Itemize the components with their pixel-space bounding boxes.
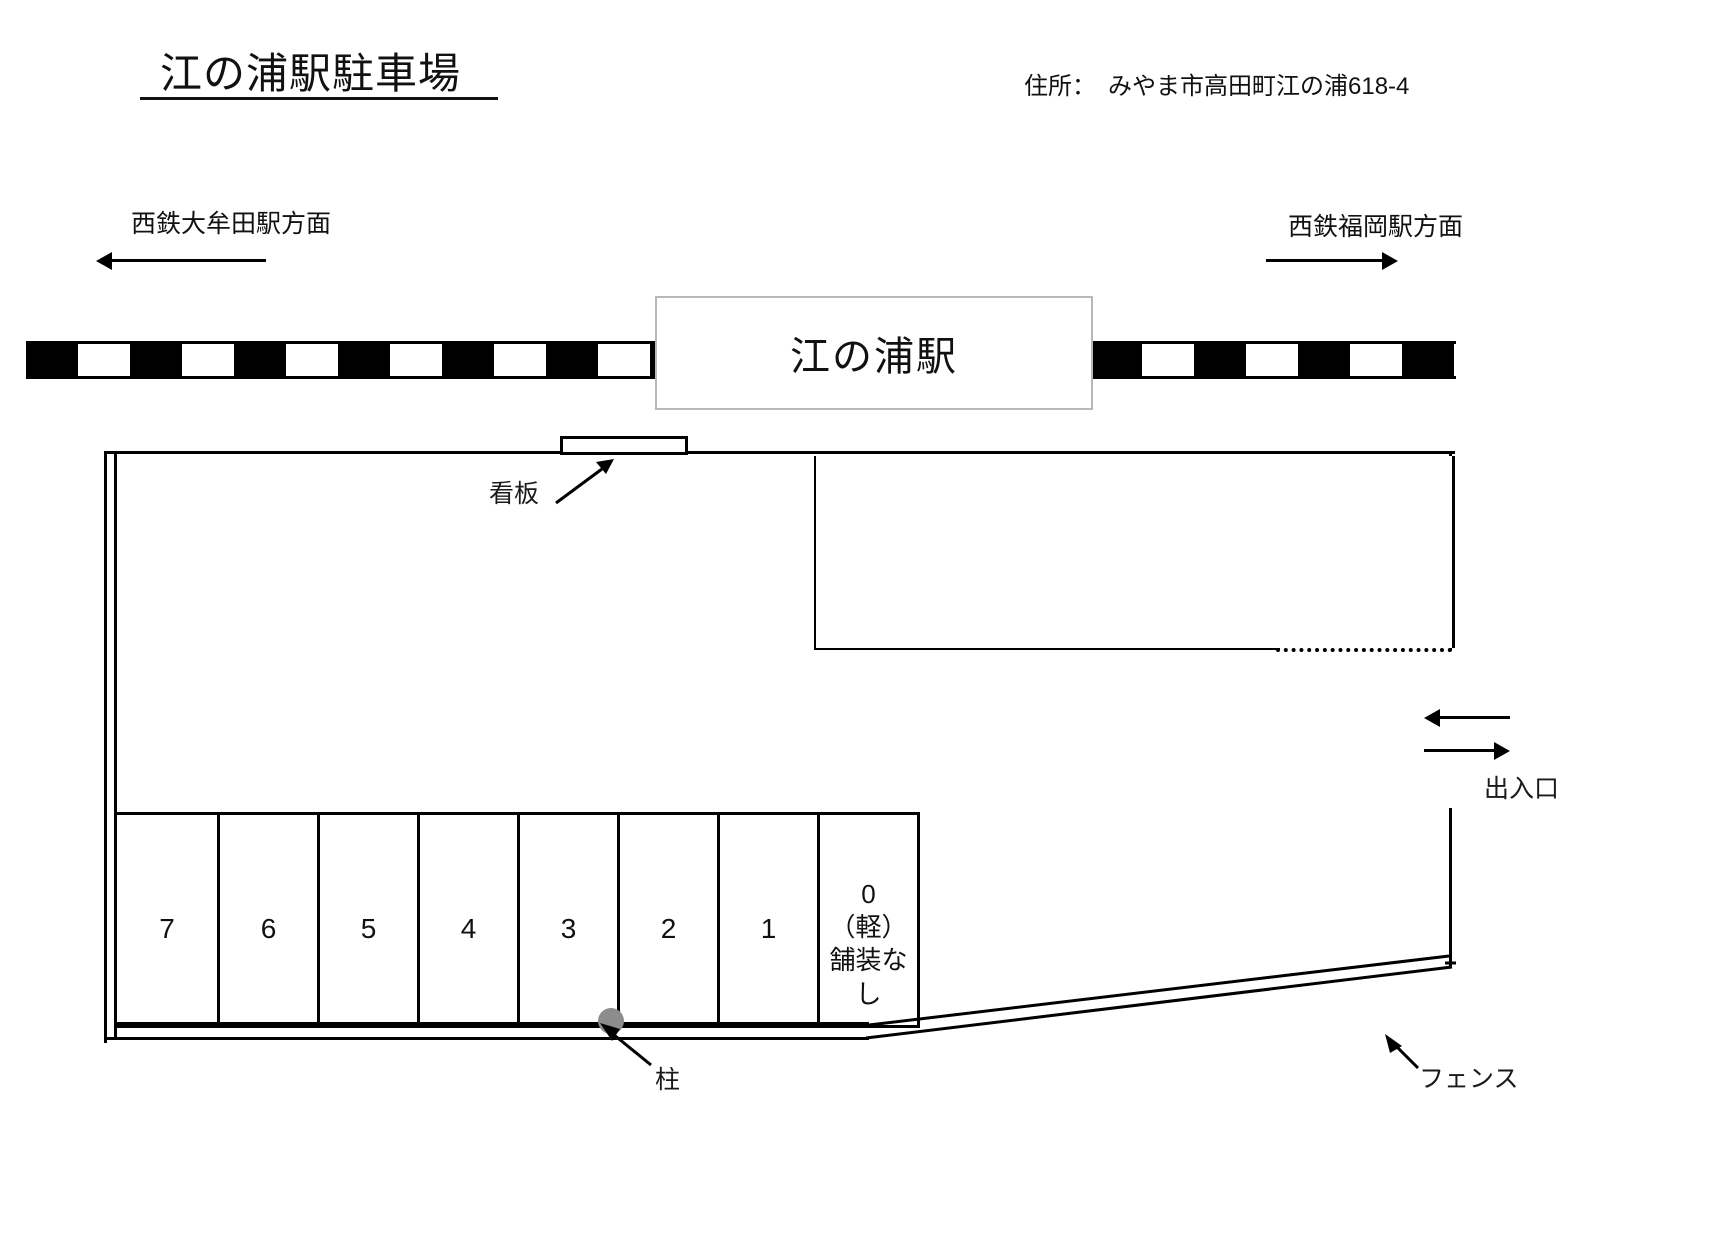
railway-track-left [26, 341, 658, 379]
parking-stall-label: 7 [159, 913, 175, 945]
direction-arrow-left [96, 252, 266, 270]
parking-stall: 0（軽）舗装なし [817, 815, 917, 1025]
parking-stall: 1 [717, 815, 817, 1025]
parking-stall-label: 4 [460, 913, 477, 945]
direction-label-omuta: 西鉄大牟田駅方面 [131, 210, 332, 238]
page-title: 江の浦駅駐車場 [160, 50, 462, 97]
signboard-label: 看板 [489, 480, 540, 508]
parking-stall: 2 [617, 815, 717, 1025]
parking-stall-label: 0（軽）舗装なし [829, 878, 908, 1009]
building-block [814, 456, 1280, 650]
fence-line-vertical [1449, 808, 1452, 968]
pillar-label: 柱 [655, 1066, 681, 1094]
address-text: 住所： みやま市高田町江の浦618-4 [1024, 73, 1410, 100]
lot-boundary-inner-left [114, 451, 117, 1040]
fence-label: フェンス [1419, 1065, 1519, 1093]
parking-stall: 6 [217, 815, 317, 1025]
direction-arrow-right [1266, 252, 1398, 270]
parking-stall-label: 6 [260, 913, 277, 945]
railway-track-right [1090, 341, 1456, 379]
parking-stall-row: 7 6 5 4 3 2 1 0（軽）舗装なし [117, 812, 920, 1028]
lot-boundary-outer [104, 451, 1455, 1043]
building-dotted-edge [1276, 648, 1452, 652]
parking-stall-label: 5 [360, 913, 377, 945]
parking-stall: 5 [317, 815, 417, 1025]
lot-boundary-bottom [104, 1037, 869, 1040]
entrance-arrow-in [1424, 709, 1510, 727]
entrance-label: 出入口 [1484, 775, 1560, 803]
parking-stall: 4 [417, 815, 517, 1025]
parking-stall-label: 2 [660, 913, 677, 945]
pillar-marker [598, 1008, 624, 1034]
station-box: 江の浦駅 [655, 296, 1093, 410]
building-block-right [1276, 456, 1455, 648]
title-underline [140, 97, 498, 100]
parking-stall: 7 [117, 815, 217, 1025]
direction-label-fukuoka: 西鉄福岡駅方面 [1288, 213, 1464, 241]
station-name-label: 江の浦駅 [790, 335, 958, 379]
parking-stall-label: 3 [560, 913, 577, 945]
entrance-arrow-out [1424, 742, 1510, 760]
signboard-shape [560, 436, 688, 455]
parking-stall: 3 [517, 815, 617, 1025]
parking-stall-label: 1 [760, 913, 777, 945]
lot-boundary-bottom-inner [114, 1022, 869, 1025]
